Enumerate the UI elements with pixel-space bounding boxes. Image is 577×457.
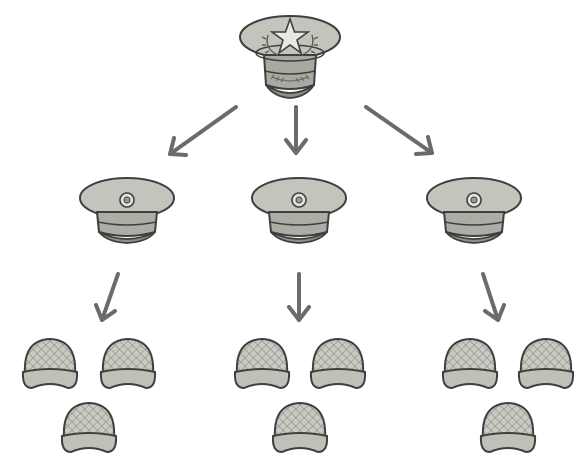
down-arrow-icon — [94, 272, 120, 322]
down-arrow-icon — [168, 105, 238, 157]
combat-helmet-icon — [99, 337, 157, 390]
combat-helmet-icon — [479, 401, 537, 454]
combat-helmet-icon — [441, 337, 499, 390]
combat-helmet-icon — [271, 401, 329, 454]
peaked-cap-icon — [251, 177, 347, 244]
down-arrow-icon — [481, 272, 506, 322]
peaked-cap-icon — [79, 177, 175, 244]
down-arrow-icon — [287, 272, 311, 322]
down-arrow-icon — [364, 105, 434, 156]
combat-helmet-icon — [60, 401, 118, 454]
down-arrow-icon — [284, 105, 308, 155]
combat-helmet-icon — [233, 337, 291, 390]
combat-helmet-icon — [21, 337, 79, 390]
peaked-cap-icon — [426, 177, 522, 244]
combat-helmet-icon — [309, 337, 367, 390]
combat-helmet-icon — [517, 337, 575, 390]
officer-cap-icon — [239, 15, 341, 99]
